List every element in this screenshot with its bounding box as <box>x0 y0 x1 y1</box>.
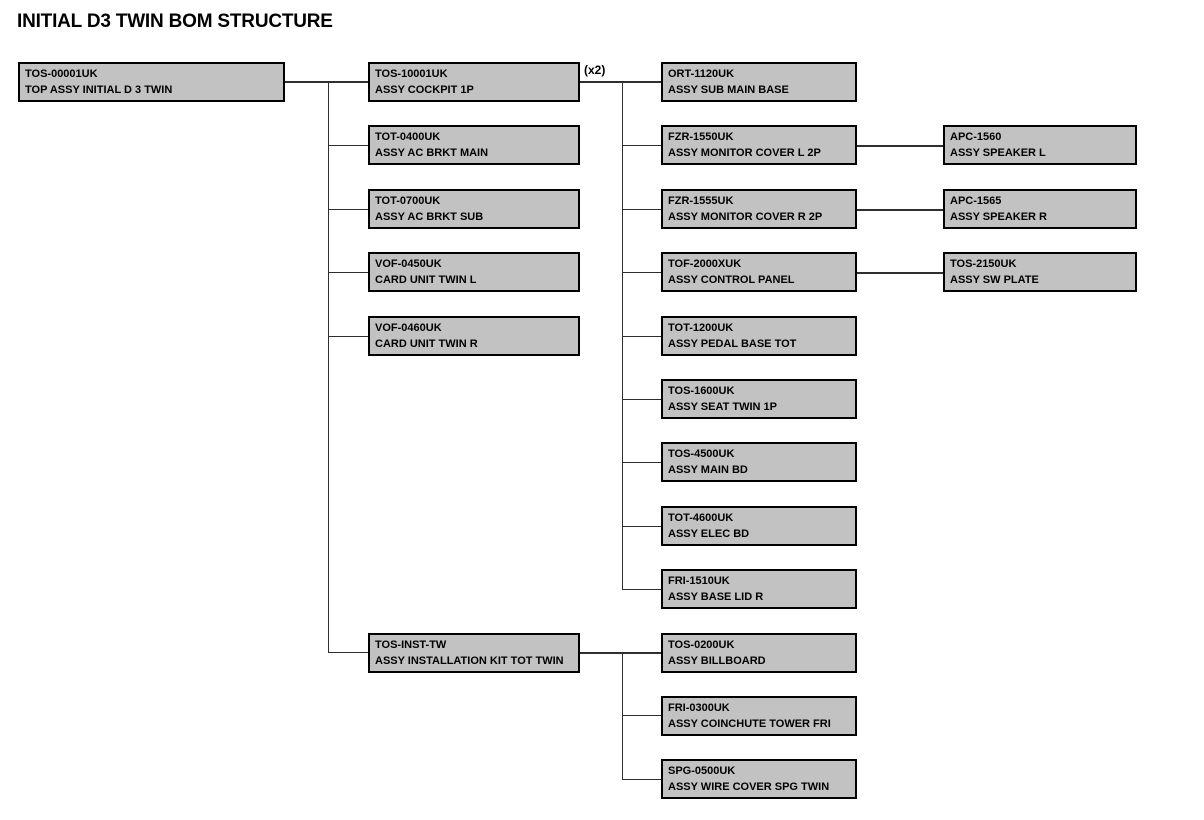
part-number: TOF-2000XUK <box>668 258 742 270</box>
part-description: ASSY SUB MAIN BASE <box>668 84 789 96</box>
bom-node-spg-0500uk: SPG-0500UK ASSY WIRE COVER SPG TWIN <box>661 759 857 799</box>
bom-node-tot-0400uk: TOT-0400UK ASSY AC BRKT MAIN <box>368 125 580 165</box>
bom-node-apc-1565: APC-1565 ASSY SPEAKER R <box>943 189 1137 229</box>
connector-stub-tof-2000xuk <box>622 272 661 273</box>
part-number: APC-1560 <box>950 131 1002 143</box>
part-number: FZR-1555UK <box>668 195 734 207</box>
part-number: APC-1565 <box>950 195 1002 207</box>
bom-node-tos-2150uk: TOS-2150UK ASSY SW PLATE <box>943 252 1137 292</box>
bom-node-tof-2000xuk: TOF-2000XUK ASSY CONTROL PANEL <box>661 252 857 292</box>
connector-stub-tos-1600uk <box>622 399 661 400</box>
part-number: VOF-0450UK <box>375 258 442 270</box>
part-description: ASSY SPEAKER L <box>950 147 1046 159</box>
bom-node-ort-1120uk: ORT-1120UK ASSY SUB MAIN BASE <box>661 62 857 102</box>
bom-node-vof-0460uk: VOF-0460UK CARD UNIT TWIN R <box>368 316 580 356</box>
connector-stub-tot-4600uk <box>622 526 661 527</box>
connector-stub-fzr-1550uk <box>622 145 661 146</box>
bom-node-tos-10001uk: TOS-10001UK ASSY COCKPIT 1P <box>368 62 580 102</box>
connector-root-to-cockpit <box>285 81 368 83</box>
part-number: FRI-0300UK <box>668 702 730 714</box>
part-number: TOS-0200UK <box>668 639 735 651</box>
part-number: TOS-INST-TW <box>375 639 447 651</box>
connector-stub-tot-1200uk <box>622 336 661 337</box>
connector-trunk-cockpit-children <box>622 81 623 590</box>
part-description: ASSY SEAT TWIN 1P <box>668 401 778 413</box>
part-number: FZR-1550UK <box>668 131 734 143</box>
part-description: ASSY INSTALLATION KIT TOT TWIN <box>375 655 564 667</box>
connector-controlpanel-to-swplate <box>857 272 943 274</box>
connector-stub-tot-0400uk <box>328 145 368 146</box>
part-description: ASSY SPEAKER R <box>950 211 1047 223</box>
connector-stub-spg-0500uk <box>622 779 661 780</box>
connector-stub-vof-0460uk <box>328 336 368 337</box>
part-number: TOT-0400UK <box>375 131 441 143</box>
connector-stub-vof-0450uk <box>328 272 368 273</box>
qty-multiplier-label: (x2) <box>584 63 606 77</box>
connector-stub-fzr-1555uk <box>622 209 661 210</box>
bom-node-tot-0700uk: TOT-0700UK ASSY AC BRKT SUB <box>368 189 580 229</box>
part-description: ASSY WIRE COVER SPG TWIN <box>668 781 830 793</box>
part-description: ASSY SW PLATE <box>950 274 1039 286</box>
bom-node-tos-0200uk: TOS-0200UK ASSY BILLBOARD <box>661 633 857 673</box>
bom-node-tos-1600uk: TOS-1600UK ASSY SEAT TWIN 1P <box>661 379 857 419</box>
part-number: VOF-0460UK <box>375 322 442 334</box>
part-number: TOS-2150UK <box>950 258 1017 270</box>
part-description: ASSY COCKPIT 1P <box>375 84 474 96</box>
part-description: ASSY BASE LID R <box>668 591 764 603</box>
connector-stub-tot-0700uk <box>328 209 368 210</box>
part-description: CARD UNIT TWIN R <box>375 338 478 350</box>
part-number: TOT-1200UK <box>668 322 734 334</box>
bom-node-tos-00001uk: TOS-00001UK TOP ASSY INITIAL D 3 TWIN <box>18 62 285 102</box>
part-description: ASSY PEDAL BASE TOT <box>668 338 797 350</box>
part-number: TOS-10001UK <box>375 68 448 80</box>
part-number: TOT-4600UK <box>668 512 734 524</box>
connector-monitorcoverl-to-speakerl <box>857 145 943 147</box>
bom-node-fri-1510uk: FRI-1510UK ASSY BASE LID R <box>661 569 857 609</box>
part-description: ASSY MONITOR COVER L 2P <box>668 147 821 159</box>
part-description: CARD UNIT TWIN L <box>375 274 477 286</box>
connector-trunk-root-children <box>328 81 329 653</box>
part-description: ASSY ELEC BD <box>668 528 750 540</box>
bom-node-tos-inst-tw: TOS-INST-TW ASSY INSTALLATION KIT TOT TW… <box>368 633 580 673</box>
bom-node-fzr-1555uk: FZR-1555UK ASSY MONITOR COVER R 2P <box>661 189 857 229</box>
bom-node-apc-1560: APC-1560 ASSY SPEAKER L <box>943 125 1137 165</box>
bom-node-tos-4500uk: TOS-4500UK ASSY MAIN BD <box>661 442 857 482</box>
connector-monitorcoverr-to-speakerr <box>857 209 943 211</box>
bom-node-fri-0300uk: FRI-0300UK ASSY COINCHUTE TOWER FRI <box>661 696 857 736</box>
part-number: TOS-00001UK <box>25 68 98 80</box>
connector-stub-tos-4500uk <box>622 462 661 463</box>
part-number: FRI-1510UK <box>668 575 730 587</box>
part-description: ASSY AC BRKT MAIN <box>375 147 489 159</box>
connector-stub-tos-inst-tw <box>328 652 368 653</box>
connector-stub-fri-0300uk <box>622 715 661 716</box>
connector-instkit-to-billboard <box>580 652 661 654</box>
connector-stub-fri-1510uk <box>622 589 661 590</box>
part-description: ASSY BILLBOARD <box>668 655 766 667</box>
bom-node-fzr-1550uk: FZR-1550UK ASSY MONITOR COVER L 2P <box>661 125 857 165</box>
part-number: TOS-1600UK <box>668 385 735 397</box>
connector-cockpit-to-submainbase <box>580 81 661 83</box>
part-description: ASSY MAIN BD <box>668 464 748 476</box>
part-description: ASSY AC BRKT SUB <box>375 211 484 223</box>
part-description: ASSY MONITOR COVER R 2P <box>668 211 823 223</box>
bom-node-tot-4600uk: TOT-4600UK ASSY ELEC BD <box>661 506 857 546</box>
part-description: TOP ASSY INITIAL D 3 TWIN <box>25 84 173 96</box>
part-description: ASSY CONTROL PANEL <box>668 274 795 286</box>
part-number: SPG-0500UK <box>668 765 736 777</box>
part-number: TOS-4500UK <box>668 448 735 460</box>
bom-node-vof-0450uk: VOF-0450UK CARD UNIT TWIN L <box>368 252 580 292</box>
diagram-title: INITIAL D3 TWIN BOM STRUCTURE <box>17 11 333 32</box>
part-number: ORT-1120UK <box>668 68 735 80</box>
part-description: ASSY COINCHUTE TOWER FRI <box>668 718 831 730</box>
part-number: TOT-0700UK <box>375 195 441 207</box>
bom-node-tot-1200uk: TOT-1200UK ASSY PEDAL BASE TOT <box>661 316 857 356</box>
connector-trunk-instkit-children <box>622 652 623 780</box>
